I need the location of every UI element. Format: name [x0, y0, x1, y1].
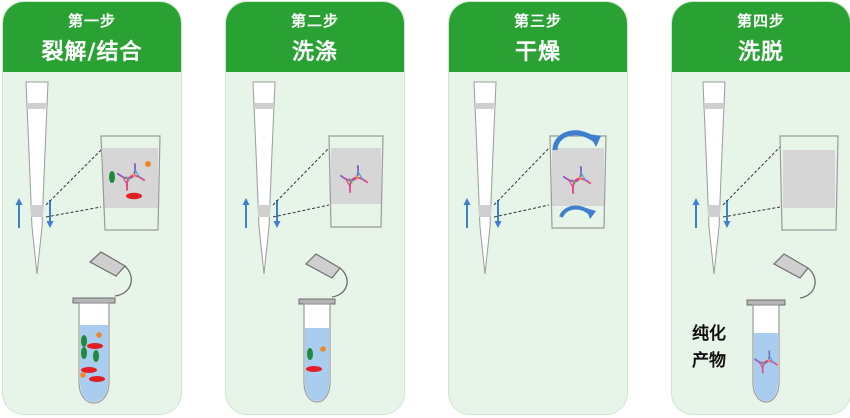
- magnified-membrane: [779, 135, 839, 231]
- zoom-lines: [493, 147, 550, 218]
- magnified-membrane: [549, 135, 607, 229]
- spin-column-tip: [702, 81, 726, 275]
- step-header-2: 第二步 洗涤: [226, 2, 404, 72]
- step-header-1: 第一步 裂解/结合: [3, 2, 181, 72]
- magnified-membrane: [328, 135, 384, 228]
- flow-arrows: [15, 198, 54, 228]
- flow-arrows: [242, 198, 281, 228]
- spin-column-tip: [473, 81, 497, 275]
- step-panel-4: 第四步 洗脱: [671, 1, 850, 415]
- zoom-lines: [45, 149, 102, 218]
- collection-tube: [72, 251, 132, 404]
- collection-tube: [298, 253, 348, 403]
- step-title: 干燥: [514, 40, 561, 65]
- step-panel-2: 第二步 洗涤: [225, 1, 405, 415]
- step-title: 裂解/结合: [41, 40, 143, 65]
- elution-illustration: [692, 81, 839, 403]
- flow-arrows: [463, 198, 502, 228]
- step-header-3: 第三步 干燥: [449, 2, 627, 72]
- step-number: 第三步: [513, 12, 562, 30]
- magnified-membrane: [100, 135, 161, 231]
- purified-product-label: 纯化 产物: [692, 324, 726, 371]
- airflow-arrows: [552, 130, 601, 219]
- zoom-lines: [272, 147, 330, 218]
- flow-arrows: [692, 198, 731, 228]
- step-panel-3: 第三步 干燥: [448, 1, 628, 415]
- dry-illustration: [463, 81, 607, 275]
- step-number: 第二步: [290, 12, 339, 30]
- step-number: 第一步: [67, 12, 116, 30]
- step-title: 洗脱: [737, 40, 784, 65]
- step-header-4: 第四步 洗脱: [672, 2, 850, 72]
- collection-tube: [746, 253, 816, 403]
- spin-column-tip: [25, 81, 49, 275]
- step-number: 第四步: [736, 12, 785, 30]
- wash-illustration: [242, 81, 384, 403]
- lysis-binding-illustration: [15, 81, 161, 404]
- spin-column-tip: [252, 81, 276, 275]
- step-title: 洗涤: [291, 40, 338, 65]
- zoom-lines: [722, 146, 781, 218]
- step-panel-1: 第一步 裂解/结合: [2, 1, 182, 415]
